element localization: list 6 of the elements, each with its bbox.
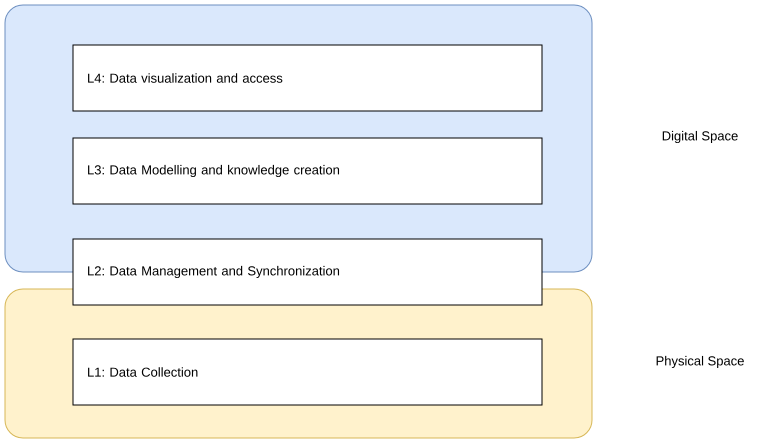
layer-box: L4: Data visualization and access: [72, 44, 542, 112]
space-label: Digital Space: [662, 130, 738, 144]
layer-box: L3: Data Modelling and knowledge creation: [72, 138, 542, 204]
layer-box: L2: Data Management and Synchronization: [72, 238, 542, 306]
space-label: Physical Space: [656, 356, 744, 368]
layer-box: L1: Data Collection: [72, 338, 542, 406]
